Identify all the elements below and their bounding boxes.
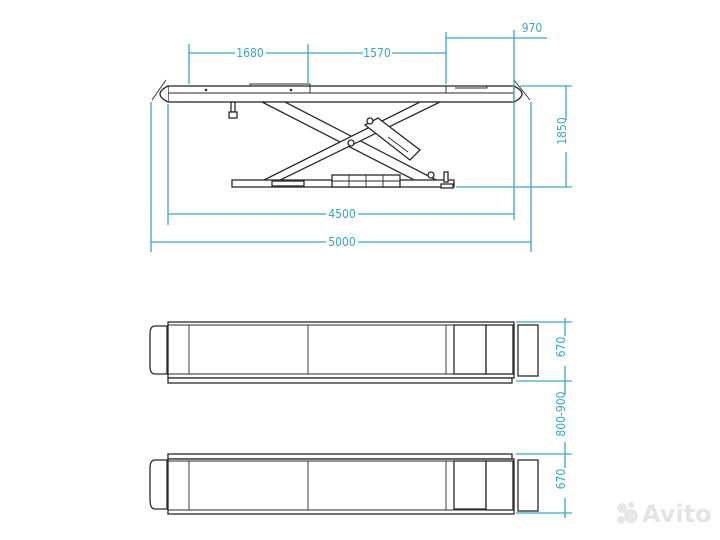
- dim-middle-span: 1570: [363, 46, 391, 60]
- dim-front-span: 1680: [236, 46, 264, 60]
- avito-watermark: Avito: [617, 500, 712, 528]
- dim-platform-length: 4500: [328, 207, 356, 221]
- rear-ramp: [513, 85, 523, 103]
- dim-platform-width-upper: 670: [554, 337, 568, 358]
- front-ramp-top-lower: [149, 459, 168, 510]
- dim-height: 1850: [555, 117, 569, 145]
- top-view-dimensions: 670 800-900 670: [516, 318, 572, 518]
- front-ramp: [159, 85, 169, 103]
- dim-overall-length: 5000: [328, 235, 356, 249]
- front-ramp-top: [149, 325, 168, 375]
- hydraulic-cylinder: [363, 117, 421, 161]
- watermark-text: Avito: [642, 500, 712, 528]
- rear-ramp-top: [517, 324, 539, 377]
- top-view-platform-upper: [149, 321, 539, 384]
- dim-rear-extension: 970: [522, 21, 543, 35]
- side-view-dimensions: 1680 1570 970 1850 4500 5000: [150, 21, 572, 252]
- side-view: [151, 79, 531, 189]
- top-view-platform-lower: [149, 453, 539, 515]
- dim-gap: 800-900: [554, 391, 568, 436]
- dim-platform-width-lower: 670: [554, 469, 568, 490]
- rear-ramp-top-lower: [517, 459, 539, 512]
